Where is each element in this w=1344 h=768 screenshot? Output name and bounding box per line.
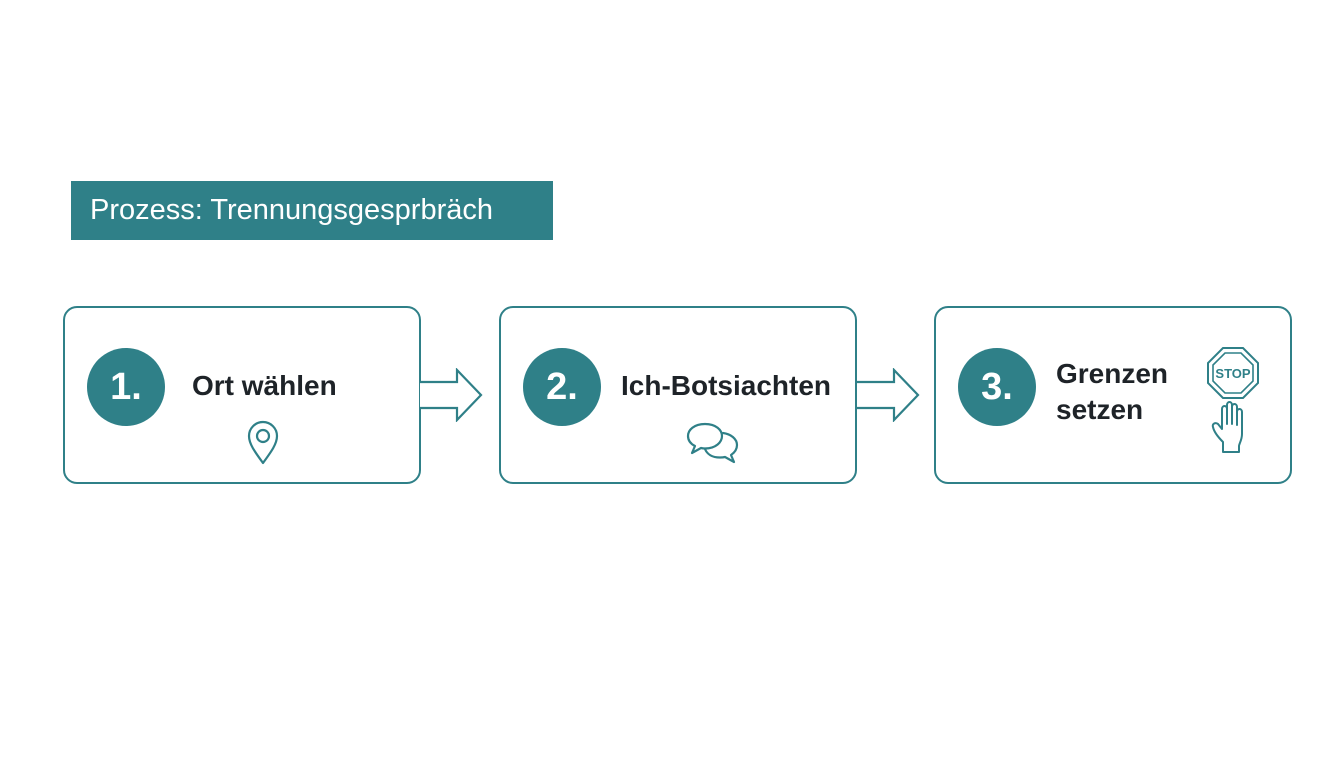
arrow-right-icon — [857, 368, 920, 422]
step-1-number: 1. — [87, 348, 165, 426]
step-2-label: Ich-Botsiachten — [621, 370, 832, 401]
arrow-right-icon — [420, 368, 483, 422]
step-1-box: 1. Ort wählen — [63, 306, 421, 484]
step-3-number: 3. — [958, 348, 1036, 426]
step-2-box: 2. Ich-Botsiachten — [499, 306, 857, 484]
diagram-title: Prozess: Trennungsgesprbräch — [71, 181, 553, 240]
step-3-label: Grenzen setzen — [1056, 358, 1169, 425]
step-2-number: 2. — [523, 348, 601, 426]
stop-sign-text: STOP — [1215, 366, 1250, 381]
location-pin-icon — [247, 420, 279, 465]
stop-sign-icon: STOP — [1207, 347, 1259, 399]
step-1-label: Ort wählen — [192, 370, 337, 401]
speech-bubbles-icon — [686, 422, 739, 464]
hand-icon — [1211, 401, 1243, 453]
step-3-box: 3. Grenzen setzen STOP — [934, 306, 1292, 484]
